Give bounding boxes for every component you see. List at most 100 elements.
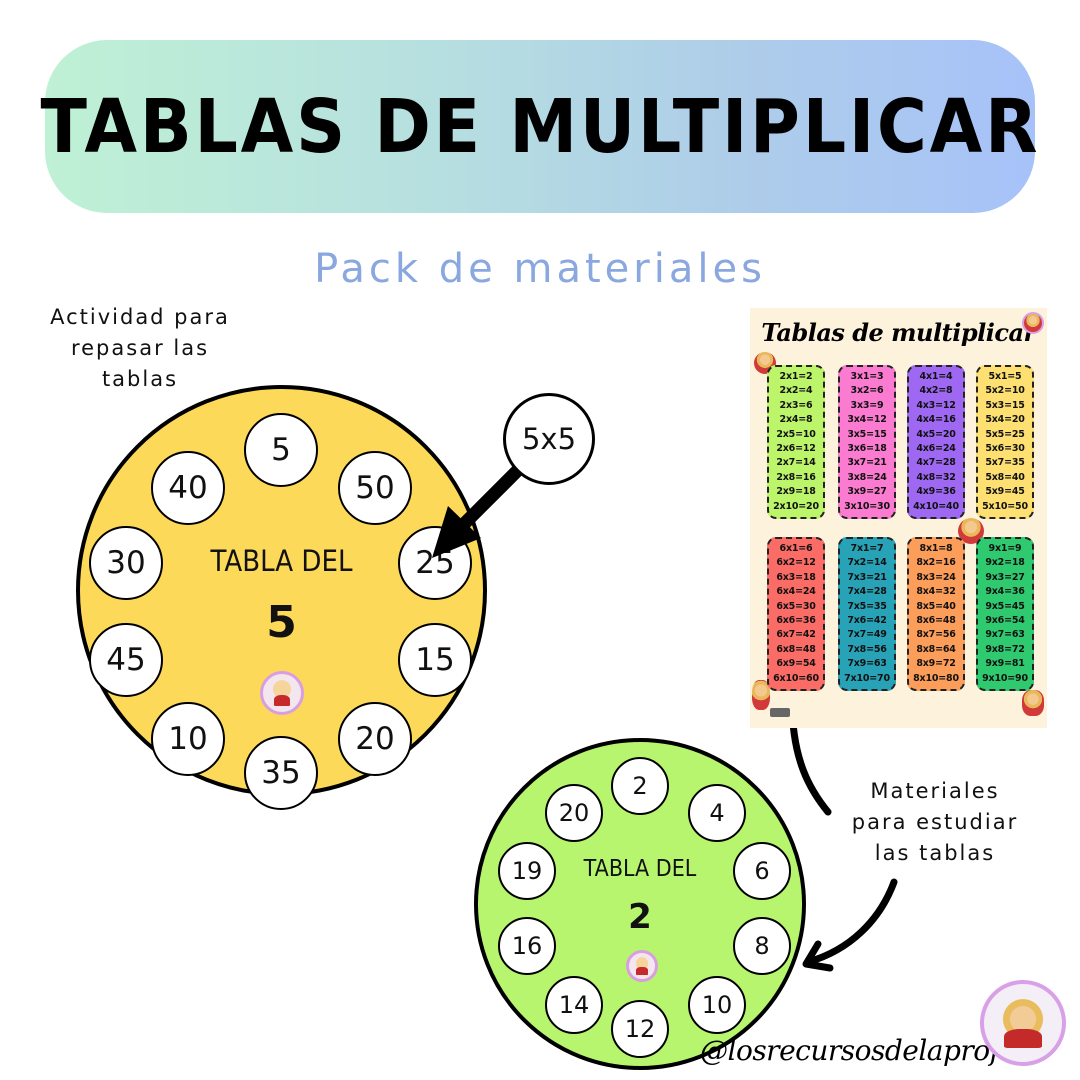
poster-table-row: 8x3=24	[916, 571, 956, 583]
wheel-slot[interactable]: 19	[498, 842, 556, 900]
title-banner: TABLAS DE MULTIPLICAR	[40, 40, 1037, 213]
poster-table-row: 6x7=42	[776, 629, 816, 641]
poster-table-row: 6x2=12	[776, 557, 816, 569]
poster-table-row: 9x3=27	[985, 571, 1025, 583]
poster-title: Tablas de multiplicar	[761, 318, 1036, 347]
wheel-slot[interactable]: 15	[398, 623, 472, 697]
curved-arrow-down-icon	[802, 878, 898, 972]
poster-table-row: 4x7=28	[916, 457, 956, 469]
poster-table-row: 9x9=81	[985, 658, 1025, 670]
poster-table-row: 9x6=54	[985, 615, 1025, 626]
poster-table-row: 6x4=24	[776, 586, 816, 598]
poster-table-row: 3x10=30	[844, 500, 890, 512]
poster-table-row: 5x6=30	[985, 443, 1025, 454]
poster-table-row: 7x8=56	[847, 643, 887, 655]
wheel-slot[interactable]: 45	[89, 623, 163, 697]
poster-table-row: 7x9=63	[847, 658, 887, 670]
poster-table-row: 2x8=16	[776, 471, 816, 483]
poster-table-row: 4x4=16	[916, 414, 956, 426]
wheel-number: 5	[266, 597, 297, 648]
poster-table-row: 4x9=36	[916, 486, 956, 498]
poster-table-row: 2x9=18	[776, 486, 816, 498]
poster-table-row: 8x4=32	[916, 586, 956, 598]
poster-table-row: 4x10=40	[913, 500, 959, 512]
wheel-slot[interactable]: 2	[611, 757, 669, 815]
poster-table-row: 5x8=40	[985, 471, 1025, 483]
wheel-table-2: 2 4 6 8 10 12 14 16 19 20 TABLA DEL 2	[474, 738, 806, 1070]
poster-table-row: 4x1=4	[919, 370, 953, 382]
wheel-slot[interactable]: 40	[151, 451, 225, 525]
poster-table-row: 7x10=70	[844, 672, 890, 684]
poster-table-row: 3x5=15	[847, 428, 887, 440]
wheel-slot[interactable]: 30	[89, 526, 163, 600]
activity-note-line: repasar las	[70, 336, 210, 360]
cartoon-avatar-icon	[1022, 690, 1044, 716]
poster-table-row: 8x8=64	[916, 643, 956, 655]
social-handle: @losrecursosdelaprofe	[700, 1034, 1016, 1067]
wheel-table-5: 5 50 25 15 20 35 10 45 30 40 TABLA DEL 5	[76, 385, 487, 810]
poster-table-row: 3x8=24	[847, 471, 887, 483]
poster-table-row: 6x5=30	[776, 600, 816, 612]
wheel-number: 2	[628, 897, 652, 937]
poster-table-row: 8x6=48	[916, 615, 956, 626]
poster-table-row: 7x3=21	[847, 571, 887, 583]
wheel-slot[interactable]: 5	[244, 413, 318, 487]
wheel-slot[interactable]: 6	[733, 842, 791, 900]
poster-table-row: 2x6=12	[776, 443, 816, 454]
wheel-slot[interactable]: 8	[733, 917, 791, 975]
poster-table-row: 5x2=10	[985, 385, 1025, 397]
wheel-slot[interactable]: 20	[545, 784, 603, 842]
materials-note-line: para estudiar	[851, 810, 1019, 834]
profile-avatar-logo-icon	[980, 980, 1066, 1066]
wheel-slot[interactable]: 20	[338, 702, 412, 776]
wheel-slot[interactable]: 35	[244, 736, 318, 810]
poster-table-row: 3x1=3	[850, 370, 884, 382]
poster-table-row: 6x10=60	[773, 672, 819, 684]
wheel-slot[interactable]: 14	[545, 976, 603, 1034]
poster-table-row: 6x3=18	[776, 571, 816, 583]
poster-table-row: 7x2=14	[847, 557, 887, 569]
poster-table-row: 8x2=16	[916, 557, 956, 569]
poster-table-row: 4x5=20	[916, 428, 956, 440]
poster-table-row: 2x2=4	[779, 385, 813, 397]
poster-table-row: 9x8=72	[985, 643, 1025, 655]
poster-table-row: 5x5=25	[985, 428, 1025, 440]
poster-table-row: 9x10=90	[982, 672, 1028, 684]
wheel-slot[interactable]: 4	[688, 784, 746, 842]
poster-table-row: 5x7=35	[985, 457, 1025, 469]
materials-note-line: las tablas	[874, 841, 996, 865]
license-badge-icon	[770, 708, 790, 717]
poster-table-row: 9x7=63	[985, 629, 1025, 641]
wheel-slot[interactable]: 50	[338, 451, 412, 525]
wheel-slot[interactable]: 16	[498, 917, 556, 975]
poster-table-row: 7x5=35	[847, 600, 887, 612]
poster-table-row: 4x3=12	[916, 399, 956, 411]
poster-table-row: 7x6=42	[847, 615, 887, 626]
poster-table-row: 7x1=7	[850, 542, 884, 554]
poster-table-row: 2x10=20	[773, 500, 819, 512]
poster-table-row: 2x4=8	[779, 414, 813, 426]
poster-table-row: 8x10=80	[913, 672, 959, 684]
poster-table-row: 4x8=32	[916, 471, 956, 483]
poster-table-row: 6x8=48	[776, 643, 816, 655]
poster-table-row: 3x4=12	[847, 414, 887, 426]
poster-table-row: 5x4=20	[985, 414, 1025, 426]
activity-note: Actividad para repasar las tablas	[20, 302, 260, 395]
poster-table-row: 9x1=9	[988, 542, 1022, 554]
wheel-slot[interactable]: 10	[151, 702, 225, 776]
poster-table-row: 6x9=54	[776, 658, 816, 670]
poster-table-row: 3x2=6	[850, 385, 884, 397]
wheel-slot[interactable]: 10	[688, 976, 746, 1034]
wheel-label: TABLA DEL	[210, 544, 353, 578]
poster-table-row: 4x6=24	[916, 443, 956, 454]
wheel-slot[interactable]: 12	[611, 1000, 669, 1058]
profile-avatar-logo-icon	[260, 671, 304, 715]
activity-note-line: Actividad para	[50, 305, 230, 329]
